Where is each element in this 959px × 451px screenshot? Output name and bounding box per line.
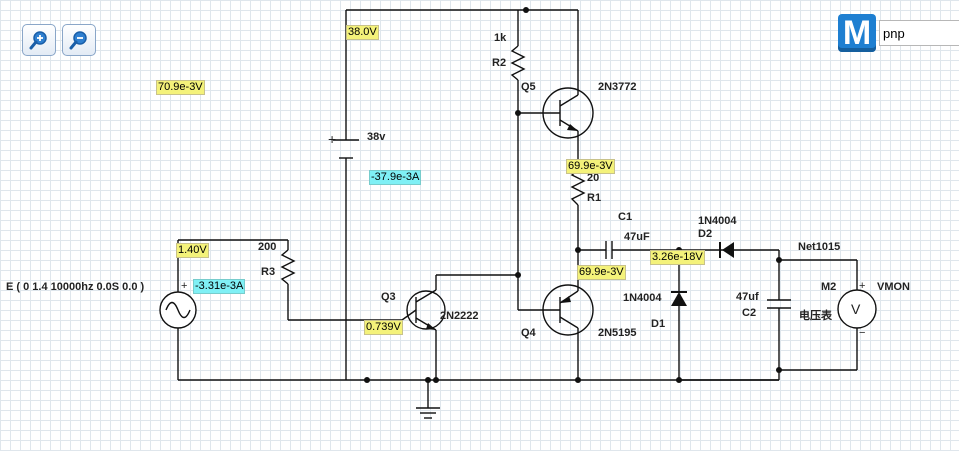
probe-current-source[interactable]: -3.31e-3A xyxy=(193,279,246,294)
r1-name: R1 xyxy=(587,192,602,204)
vmon-label: VMON xyxy=(877,281,910,293)
source-label: E ( 0 1.4 10000hz 0.0S 0.0 ) xyxy=(6,281,145,293)
probe-voltage-q3-base[interactable]: 0.739V xyxy=(364,320,403,335)
q4-name: Q4 xyxy=(521,327,536,339)
probe-voltage-float[interactable]: 70.9e-3V xyxy=(156,80,205,95)
r3-value: 200 xyxy=(258,241,277,253)
c1-name: C1 xyxy=(618,211,633,223)
zoom-in-icon xyxy=(29,31,47,50)
meter-minus: − xyxy=(859,327,866,339)
probe-voltage-q4[interactable]: 69.9e-3V xyxy=(577,265,626,280)
r1-value: 20 xyxy=(587,172,600,184)
q5-model: 2N3772 xyxy=(598,81,637,93)
r3-name: R3 xyxy=(261,266,276,278)
battery-plus: + xyxy=(328,131,337,147)
net-label: Net1015 xyxy=(798,241,841,253)
source-plus: + xyxy=(181,280,188,292)
c1-value: 47uF xyxy=(624,231,650,243)
meter-symbol: V xyxy=(851,301,861,317)
meter-plus: + xyxy=(859,280,866,292)
probe-voltage-r1-top[interactable]: 69.9e-3V xyxy=(566,159,615,174)
meter-label: 电压表 xyxy=(799,310,832,322)
d2-model: 1N4004 xyxy=(698,215,737,227)
zoom-out-button[interactable] xyxy=(62,24,96,56)
component-search-input[interactable] xyxy=(879,20,959,46)
battery-value: 38v xyxy=(367,131,386,143)
zoom-out-icon xyxy=(69,31,87,50)
q5-name: Q5 xyxy=(521,81,536,93)
probe-voltage-source[interactable]: 1.40V xyxy=(176,243,209,258)
probe-voltage-top[interactable]: 38.0V xyxy=(346,25,379,40)
r2-value: 1k xyxy=(494,32,507,44)
r2-name: R2 xyxy=(492,57,507,69)
c2-value: 47uf xyxy=(736,291,759,303)
q3-name: Q3 xyxy=(381,291,396,303)
q4-model: 2N5195 xyxy=(598,327,637,339)
d2-name: D2 xyxy=(698,228,713,240)
q3-model: 2N2222 xyxy=(440,310,479,322)
probe-current-battery[interactable]: -37.9e-3A xyxy=(369,170,422,185)
d1-name: D1 xyxy=(651,318,666,330)
m2-name: M2 xyxy=(821,281,837,293)
app-logo: M xyxy=(838,14,876,52)
zoom-in-button[interactable] xyxy=(22,24,56,56)
c2-name: C2 xyxy=(742,307,757,319)
d1-model: 1N4004 xyxy=(623,292,662,304)
probe-voltage-d2[interactable]: 3.26e-18V xyxy=(650,250,705,265)
